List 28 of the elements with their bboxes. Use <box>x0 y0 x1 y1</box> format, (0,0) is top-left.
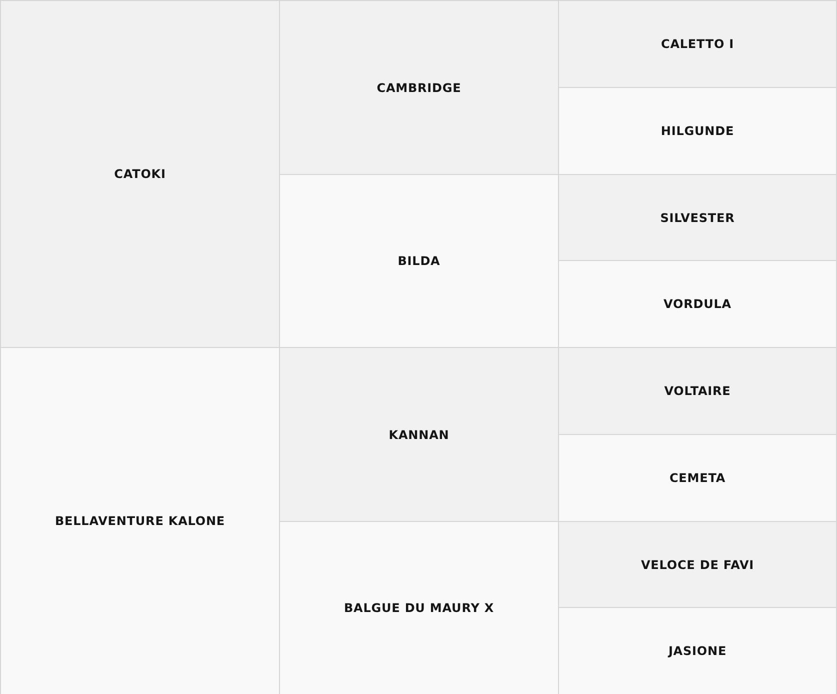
pedigree-cell <box>558 174 837 261</box>
pedigree-cell <box>558 607 837 694</box>
pedigree-cell <box>558 0 837 88</box>
pedigree-cell <box>558 347 837 435</box>
pedigree-cell <box>279 0 559 175</box>
horse-name: BILDA <box>398 254 440 268</box>
horse-name: KANNAN <box>388 428 450 442</box>
pedigree-cell <box>279 521 559 694</box>
pedigree-cell <box>558 260 837 348</box>
pedigree-cell <box>0 0 280 348</box>
horse-name: VELOCE DE FAVI <box>640 558 754 572</box>
horse-name: CAMBRIDGE <box>376 80 462 94</box>
pedigree-cell <box>0 347 280 694</box>
horse-name: BALGUE DU MAURY X <box>344 601 494 615</box>
pedigree-cell <box>279 174 559 348</box>
horse-name: CEMETA <box>669 471 726 485</box>
horse-name: HILGUNDE <box>660 124 734 138</box>
pedigree-cell <box>558 521 837 608</box>
pedigree-cell <box>558 434 837 522</box>
horse-name: CATOKI <box>114 167 166 181</box>
horse-name: JASIONE <box>668 644 727 658</box>
horse-name: BELLAVENTURE KALONE <box>54 514 226 528</box>
horse-name: SILVESTER <box>660 210 735 224</box>
horse-name: CALETTO I <box>660 37 734 51</box>
pedigree-cell <box>279 347 559 522</box>
horse-name: VOLTAIRE <box>664 384 731 398</box>
pedigree-cell <box>558 87 837 175</box>
horse-name: VORDULA <box>664 297 732 311</box>
